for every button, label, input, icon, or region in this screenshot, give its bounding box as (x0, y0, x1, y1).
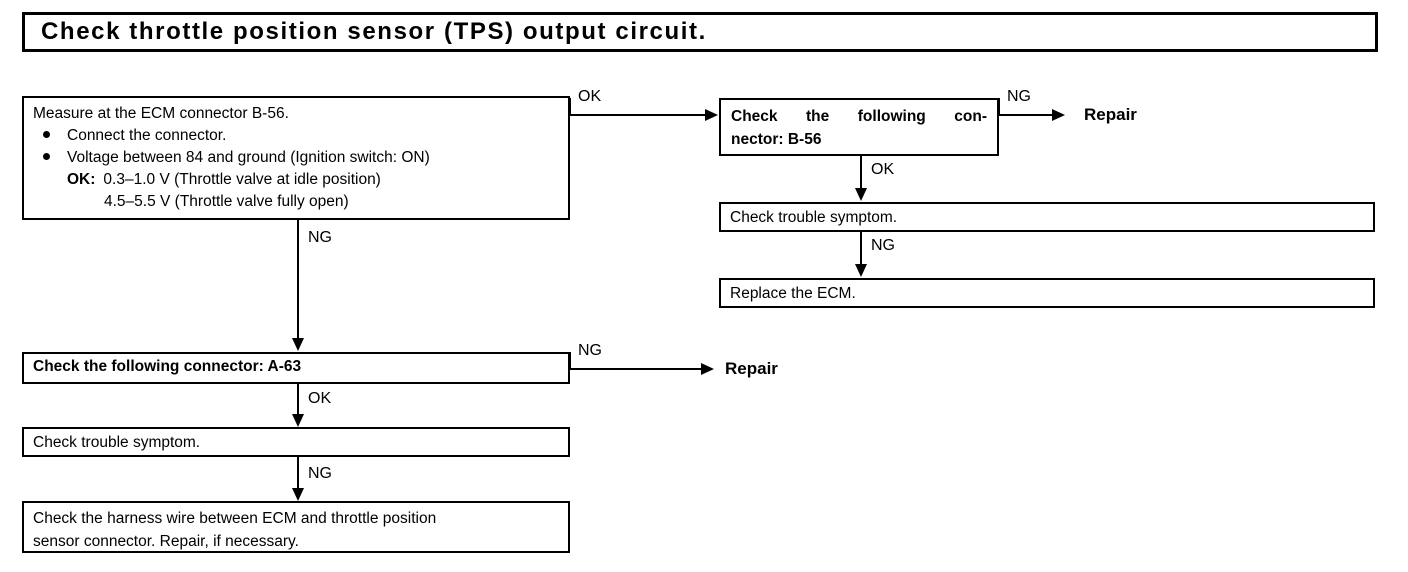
measure-ok-value-2: 4.5–5.5 V (Throttle valve fully open) (104, 193, 349, 210)
edge-b56-to-symptom-arrow (855, 188, 867, 201)
edge-a63-to-repair-line (569, 368, 703, 370)
edge-b56-to-repair-arrow (1052, 109, 1065, 121)
step-box-replace-ecm: Replace the ECM. (719, 278, 1375, 308)
measure-ok-value-1: 0.3–1.0 V (Throttle valve at idle positi… (103, 171, 381, 188)
terminal-repair-bottom: Repair (725, 359, 778, 378)
measure-bullet-1-label: Connect the connector. (67, 127, 227, 144)
measure-bullet-1: Connect the connector. (33, 125, 568, 147)
measure-ok-row-2: 4.5–5.5 V (Throttle valve fully open) (33, 191, 568, 213)
edge-b56-to-repair-line (998, 114, 1054, 116)
edge-symptom-to-replace-arrow (855, 264, 867, 277)
edge-label-symptom-to-harness: NG (308, 465, 332, 482)
measure-bullet-2-label: Voltage between 84 and ground (Ignition … (67, 149, 430, 166)
edge-a63-to-repair-arrow (701, 363, 714, 375)
check-symptom-left-label: Check trouble symptom. (33, 434, 201, 451)
harness-line-1: Check the harness wire between ECM and t… (33, 510, 437, 527)
measure-ok-label: OK: (67, 171, 96, 188)
harness-line-2: sensor connector. Repair, if necessary. (33, 533, 299, 550)
edge-label-symptom-to-replace: NG (871, 237, 895, 254)
measure-bullet-2: Voltage between 84 and ground (Ignition … (33, 147, 568, 169)
page-title-bar: Check throttle position sensor (TPS) out… (22, 12, 1378, 52)
check-symptom-right-label: Check trouble symptom. (730, 209, 898, 226)
edge-label-b56-to-repair: NG (1007, 88, 1031, 105)
bullet-icon (43, 131, 50, 138)
page-title: Check throttle position sensor (TPS) out… (41, 18, 707, 45)
edge-measure-to-a63-line (297, 220, 299, 339)
edge-label-b56-to-symptom: OK (871, 161, 895, 178)
edge-symptom-to-harness-arrow (292, 488, 304, 501)
step-box-measure-ecm: Measure at the ECM connector B-56. Conne… (22, 96, 570, 220)
edge-measure-to-a63-arrow (292, 338, 304, 351)
edge-measure-ok-stub (569, 98, 571, 116)
edge-label-measure-to-a63: NG (308, 229, 332, 246)
edge-label-a63-to-repair: NG (578, 342, 602, 359)
terminal-repair-top: Repair (1084, 105, 1137, 124)
connector-a63-label: Check the following connector: A-63 (33, 358, 302, 375)
step-box-connector-a63: Check the following connector: A-63 (22, 352, 570, 384)
edge-a63-to-symptom-arrow (292, 414, 304, 427)
edge-b56-ng-stub (998, 98, 1000, 116)
edge-symptom-to-replace-line (860, 232, 862, 265)
edge-a63-to-symptom-line (297, 384, 299, 415)
step-box-connector-b56: Check the following con- nector: B-56 (719, 98, 999, 156)
edge-symptom-to-harness-line (297, 457, 299, 489)
measure-heading: Measure at the ECM connector B-56. (33, 105, 289, 122)
edge-b56-to-symptom-line (860, 156, 862, 189)
edge-a63-ng-stub (569, 352, 571, 370)
step-box-check-symptom-left: Check trouble symptom. (22, 427, 570, 457)
replace-ecm-label: Replace the ECM. (730, 285, 856, 302)
connector-b56-line-1: Check the following con- (731, 108, 987, 125)
edge-label-a63-to-symptom: OK (308, 390, 332, 407)
bullet-icon (43, 153, 50, 160)
step-box-check-harness: Check the harness wire between ECM and t… (22, 501, 570, 553)
step-box-check-symptom-right: Check trouble symptom. (719, 202, 1375, 232)
edge-measure-to-b56-arrow (705, 109, 718, 121)
edge-measure-to-b56-line (569, 114, 707, 116)
edge-label-measure-to-b56: OK (578, 88, 602, 105)
measure-ok-row-1: OK: 0.3–1.0 V (Throttle valve at idle po… (33, 169, 568, 191)
connector-b56-line-2: nector: B-56 (731, 131, 822, 148)
